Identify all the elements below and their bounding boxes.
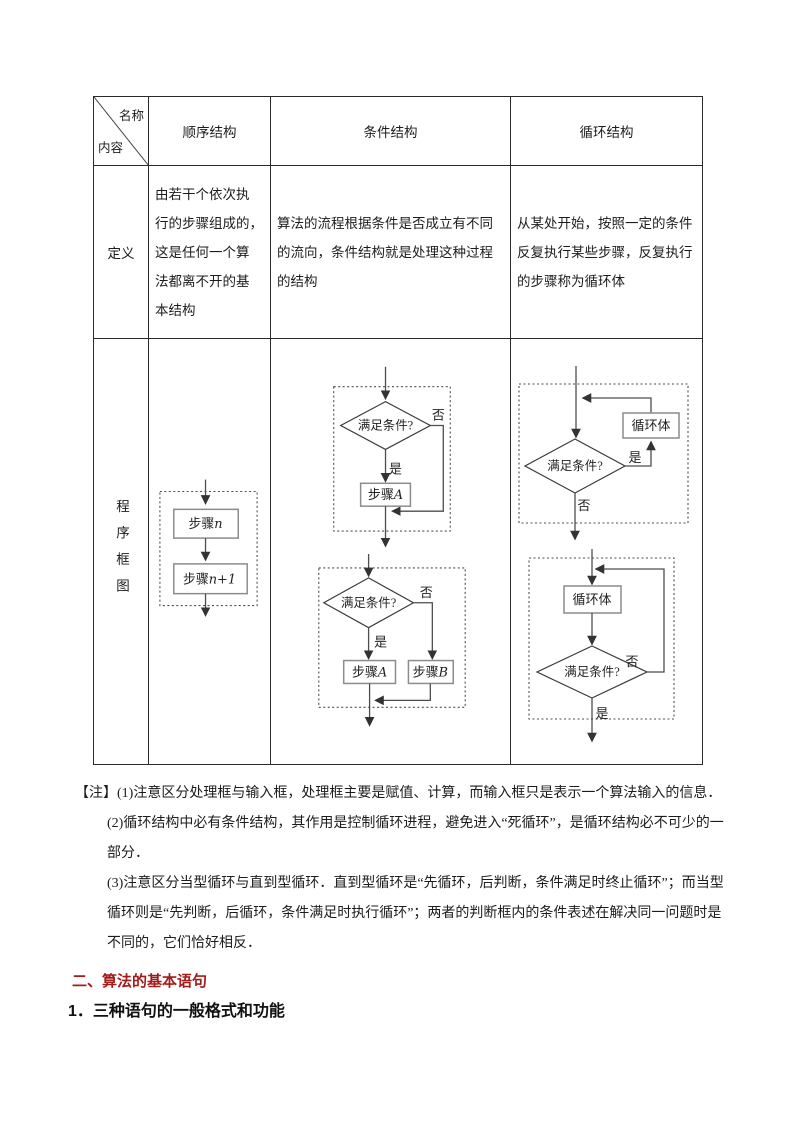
diagonal-line [94,97,148,165]
condition-flowcharts: 满足条件? 否 是 步骤A 满足条件? 否 是 步骤A [318,366,466,727]
yes-label: 是 [628,450,641,465]
dashed-frame [528,557,675,720]
definition-sequence: 由若干个依次执 行的步骤组成的， 这是任何一个算 法都离不开的基 本结构 [149,166,271,339]
yes-label: 是 [595,706,608,721]
structures-table: 名称 内容 顺序结构 条件结构 循环结构 定义 由若干个依次执 行的步骤组成的，… [93,96,703,765]
yes-label: 是 [389,461,402,476]
condition-label: 满足条件? [358,419,414,433]
no-loopback-branch [594,564,665,673]
col-header-condition: 条件结构 [271,97,511,166]
definition-loop: 从某处开始，按照一定的条件 反复执行某些步骤，反复执行 的步骤称为循环体 [511,166,702,339]
note-line: 部分． [107,846,149,861]
note-line: (3)注意区分当型循环与直到型循环．直到型循环是“先循环，后判断，条件满足时终止… [107,876,724,891]
loop-body-box [563,585,622,614]
loop-flowchart-cell: 循环体 满足条件? 是 否 循环体 满足条件? 否 是 [511,339,702,764]
dashed-frame [318,567,466,708]
row-label-definition: 定义 [94,166,149,339]
loop-body-label: 循环体 [631,418,670,433]
no-label: 否 [577,498,590,513]
row-label-flowchart: 程序框图 [94,339,149,764]
no-label: 否 [625,654,638,669]
section-heading: 二、算法的基本语句 [72,973,208,990]
step-b-label: 步骤B [413,664,448,680]
note-line: 不同的，它们恰好相反． [107,936,261,951]
loop-flowcharts: 循环体 满足条件? 是 否 循环体 满足条件? 否 是 [518,366,689,743]
loop-body-box [622,412,680,439]
no-branch [413,602,438,661]
yes-label: 是 [374,635,387,650]
note-line: (2)循环结构中必有条件结构，其作用是控制循环进程，避免进入“死循环”，是循环结… [107,816,724,831]
col-header-sequence: 顺序结构 [149,97,271,166]
subsection-heading: 1．三种语句的一般格式和功能 [68,1003,285,1020]
condition-label: 满足条件? [564,665,620,679]
dashed-frame [518,383,689,524]
no-label: 否 [432,408,445,423]
step-a-box [359,482,412,507]
condition-flowchart-cell: 满足条件? 否 是 步骤A 满足条件? 否 是 步骤A [271,339,511,764]
condition-label: 满足条件? [547,459,603,473]
corner-label-content: 内容 [98,141,124,155]
step-a-label: 步骤A [352,664,387,680]
sequence-flowchart-cell: 步骤n 步骤n+1 [149,339,271,764]
no-label: 否 [420,585,433,600]
col-header-loop: 循环结构 [511,97,702,166]
step-a-label: 步骤A [368,487,403,503]
corner-header-cell: 名称 内容 [94,97,149,166]
sequence-flowchart: 步骤n 步骤n+1 [159,479,258,617]
corner-label-name: 名称 [118,109,144,123]
loopback-branch [581,393,652,413]
merge-branch [374,683,431,706]
note-line: 循环则是“先判断，后循环，条件满足时执行循环”；两者的判断框内的条件表述在解决同… [107,906,722,921]
dashed-frame [159,490,258,607]
step-n-box [173,508,240,539]
step-n1-box [173,563,248,595]
step-n-label: 步骤n [189,517,223,532]
definition-condition: 算法的流程根据条件是否成立有不同 的流向，条件结构就是处理这种过程 的结构 [271,166,511,339]
condition-label: 满足条件? [341,596,397,610]
yes-branch [625,440,656,467]
no-branch [391,424,444,517]
note-line: 【注】(1)注意区分处理框与输入框，处理框主要是赋值、计算，而输入框只是表示一个… [75,786,722,801]
flowchart-row-label: 程序框图 [114,498,129,605]
loop-body-label: 循环体 [572,592,611,607]
step-n1-label: 步骤n+1 [183,573,236,588]
